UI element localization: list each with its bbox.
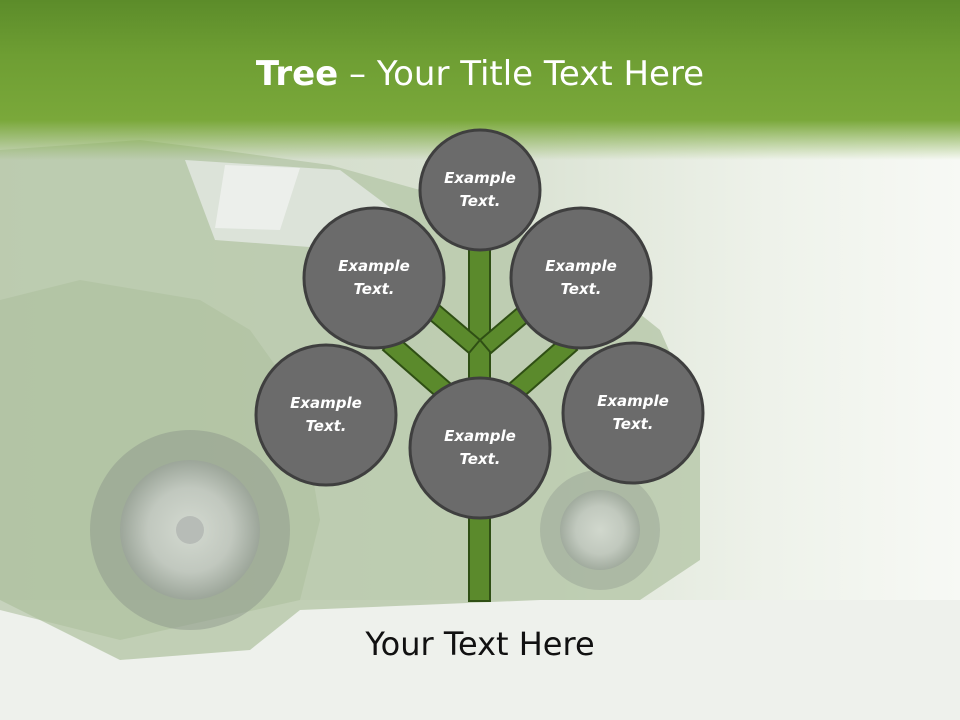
title-rest: – Your Title Text Here	[338, 54, 705, 94]
node-label-trunk: Example Text.	[444, 427, 516, 468]
node-label-middle-left: Example Text.	[290, 394, 362, 435]
node-circle-middle-right	[561, 341, 705, 485]
node-label-upper-right: Example Text.	[545, 257, 617, 298]
node-circle-top	[418, 128, 542, 252]
tree-nodes	[254, 128, 705, 520]
node-circle-middle-left	[254, 343, 398, 487]
node-circle-trunk	[408, 376, 552, 520]
node-label-middle-right: Example Text.	[597, 392, 669, 433]
title-bold-word: Tree	[255, 54, 339, 94]
node-label-top: Example Text.	[444, 169, 516, 210]
slide-title: Tree – Your Title Text Here	[0, 52, 960, 96]
node-label-upper-left: Example Text.	[338, 257, 410, 298]
footer-text: Your Text Here	[365, 625, 595, 663]
node-circle-upper-left	[302, 206, 446, 350]
node-circle-upper-right	[509, 206, 653, 350]
